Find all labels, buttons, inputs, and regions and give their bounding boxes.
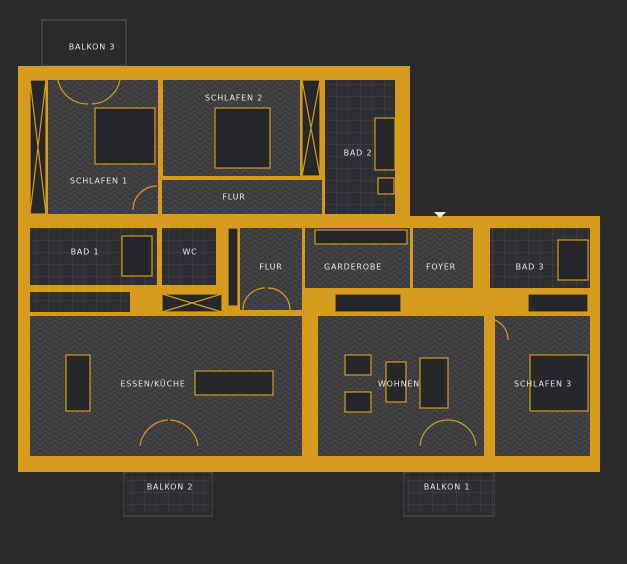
room-label-wc: WC — [182, 247, 198, 257]
furniture — [65, 107, 589, 413]
room-label-schlafen-2: SCHLAFEN 2 — [204, 93, 264, 103]
room-label-essen-kueche: ESSEN/KÜCHE — [120, 379, 186, 389]
room-label-garderobe: GARDEROBE — [323, 262, 383, 272]
room-label-balkon-3: BALKON 3 — [68, 42, 116, 52]
room-label-foyer: FOYER — [426, 262, 456, 272]
room-label-balkon-1: BALKON 1 — [423, 482, 471, 492]
room-label-flur-mid: FLUR — [259, 262, 283, 272]
room-label-bad-2: BAD 2 — [343, 148, 373, 158]
room-label-wohnen: WOHNEN — [377, 379, 421, 389]
room-label-schlafen-1: SCHLAFEN 1 — [69, 176, 129, 186]
room-label-flur-top: FLUR — [222, 192, 246, 202]
wardrobes — [29, 79, 589, 313]
doors — [57, 79, 509, 447]
room-label-balkon-2: BALKON 2 — [146, 482, 194, 492]
entrance-marker-icon — [434, 212, 446, 218]
tiled-floors — [30, 80, 590, 514]
room-label-bad-3: BAD 3 — [515, 262, 545, 272]
room-label-schlafen-3: SCHLAFEN 3 — [513, 379, 573, 389]
room-label-bad-1: BAD 1 — [70, 247, 100, 257]
